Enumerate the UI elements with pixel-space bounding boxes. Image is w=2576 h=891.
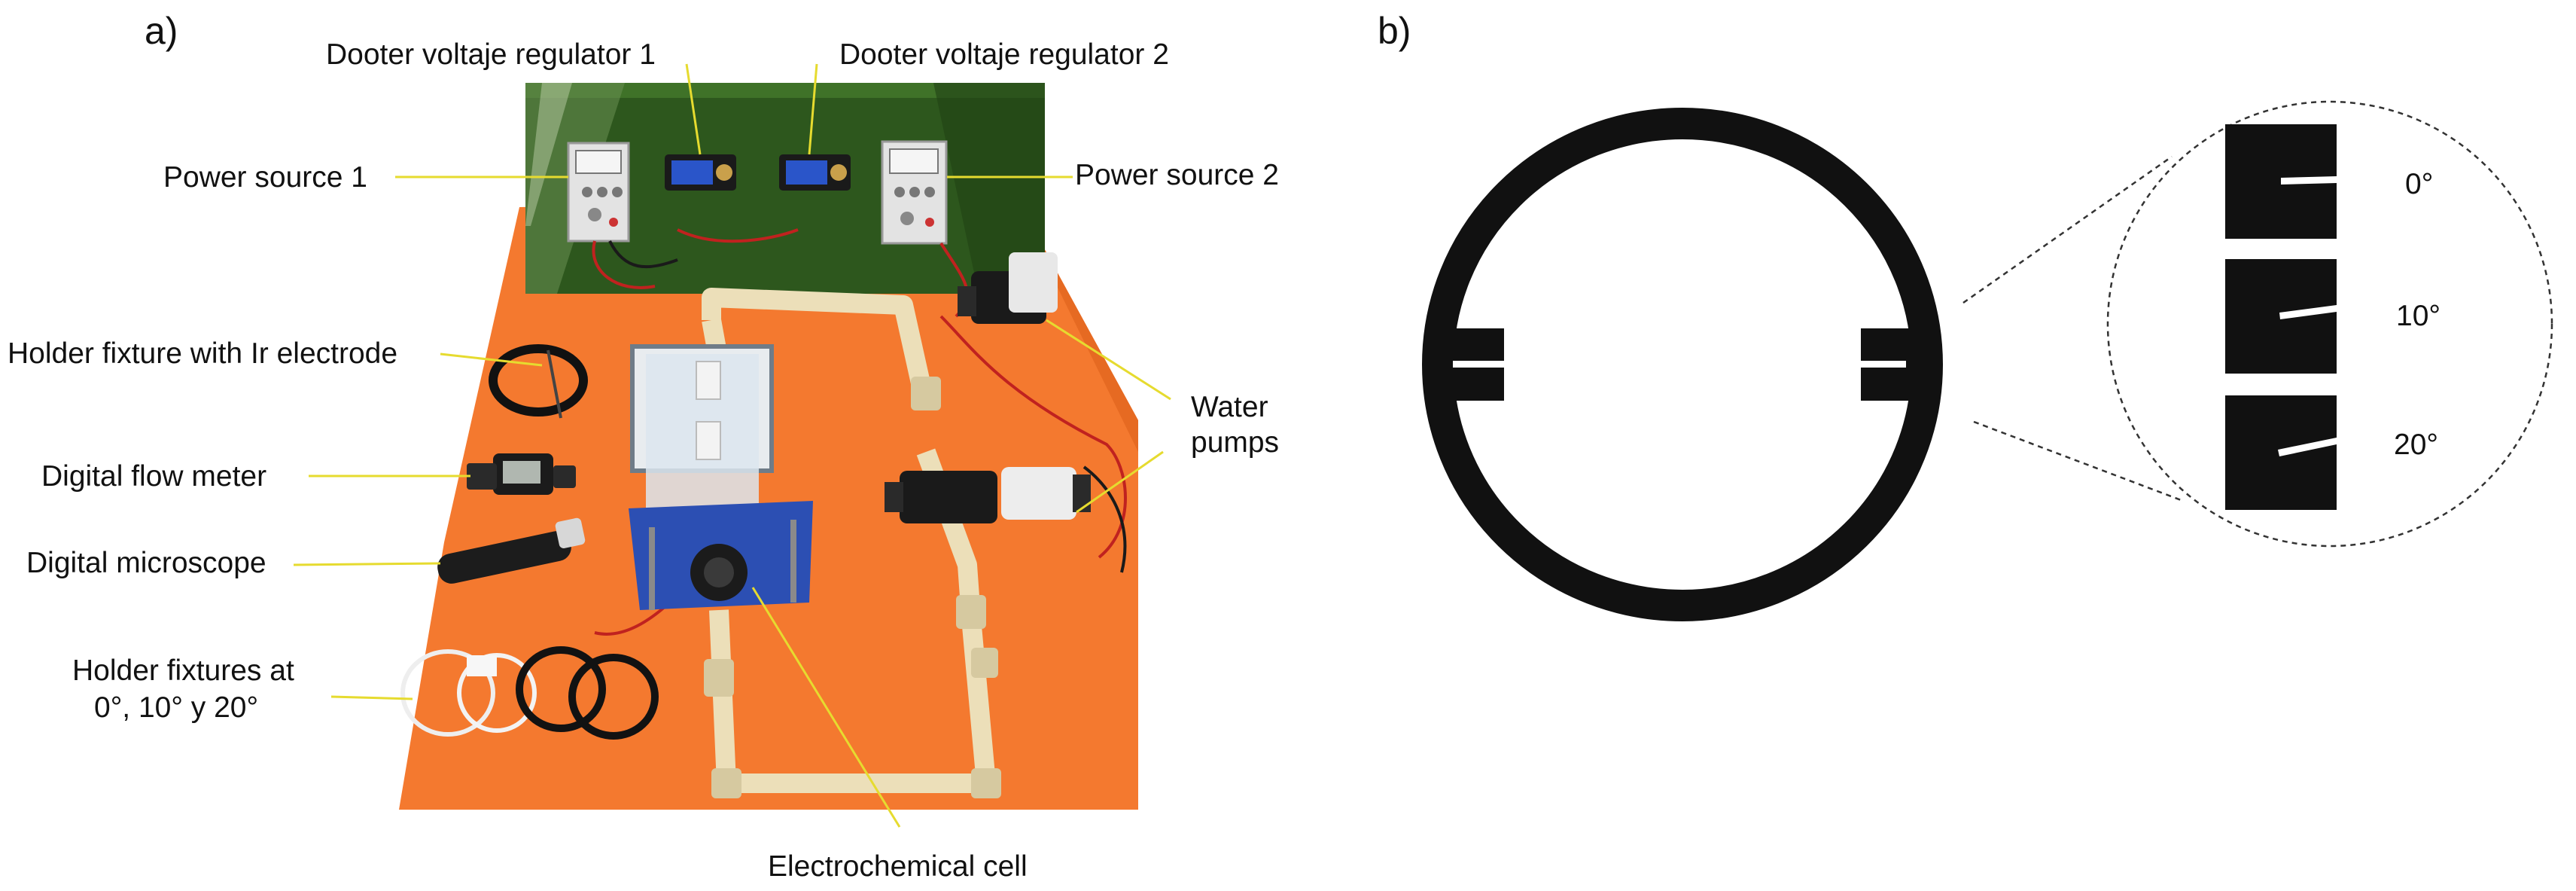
digital-microscope [437,517,586,584]
flow-meter [467,453,576,495]
slot-angle-10 [2225,259,2337,374]
slot-angle-20 [2225,395,2337,510]
label-dooter-regulator-2: Dooter voltaje regulator 2 [839,38,1169,71]
dooter-regulator-1 [665,154,736,191]
label-angle-20: 20° [2394,429,2438,461]
holder-fixtures-set [400,646,659,740]
water-pump-2 [885,467,1091,523]
label-digital-flow-meter: Digital flow meter [41,460,266,493]
label-holder-fixtures-line1: Holder fixtures at [72,655,294,687]
setup-photo [293,53,1171,828]
holder-ring [1422,108,1943,621]
leader-lines [293,63,1171,828]
power-source-1 [567,142,630,243]
slot-angle-0 [2225,124,2337,239]
label-holder-fixture-ir: Holder fixture with Ir electrode [8,337,397,370]
label-holder-fixtures-line2: 0°, 10° y 20° [94,691,258,724]
panel-a-label: a) [145,10,178,52]
label-angle-10: 10° [2396,300,2441,332]
electrochemical-cell [629,344,813,610]
dooter-regulator-2 [779,154,851,191]
label-power-source-2: Power source 2 [1075,159,1279,191]
pipe-fittings [704,377,1001,798]
label-angle-0: 0° [2405,168,2433,200]
holder-ring-diagram [1422,108,1943,621]
label-power-source-1: Power source 1 [163,161,367,194]
label-electrochemical-cell: Electrochemical cell [768,850,1028,883]
panel-b-label: b) [1378,10,1411,52]
label-digital-microscope: Digital microscope [26,547,266,579]
zoom-callout [1962,100,2553,548]
water-pump-1 [958,252,1058,324]
ir-holder-fixture [489,344,588,419]
label-water-pumps-line1: Water [1191,391,1268,423]
label-dooter-regulator-1: Dooter voltaje regulator 1 [326,38,656,71]
label-water-pumps-line2: pumps [1191,426,1279,459]
power-source-2 [881,140,948,245]
